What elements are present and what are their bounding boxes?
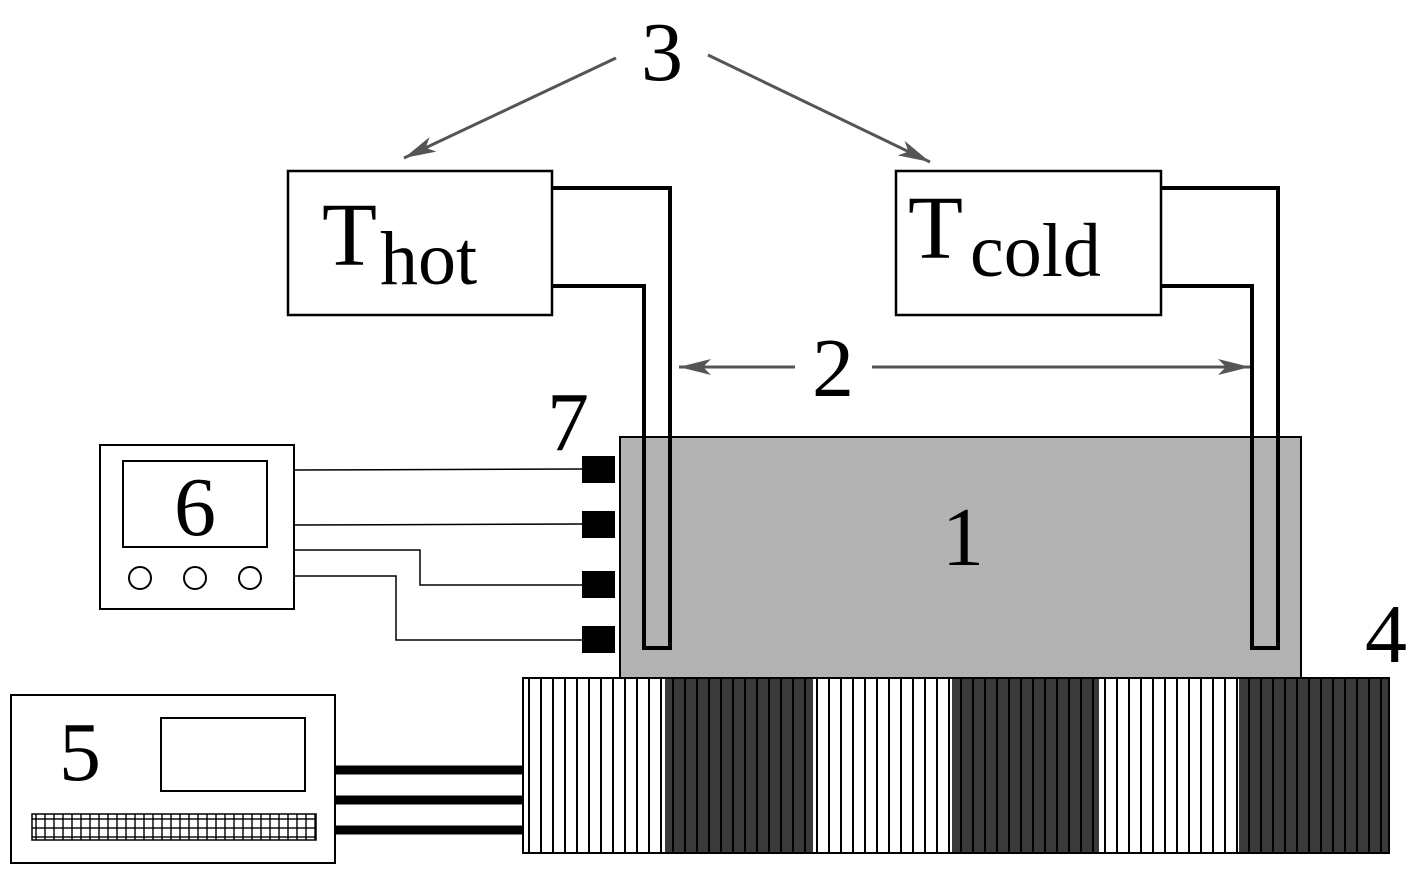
label-4: 4	[1365, 588, 1407, 681]
magnet-segment-1	[523, 678, 665, 853]
label-3: 3	[641, 6, 683, 99]
controller: 5	[10, 694, 336, 864]
magnet-segment-5	[1099, 678, 1239, 853]
meter-knob-2	[183, 566, 207, 590]
thermometer-hot-box	[286, 169, 554, 317]
controller-keyboard	[31, 813, 317, 841]
thermometer-hot: T hot	[286, 169, 554, 317]
wire-3	[294, 549, 582, 586]
magnet-segment-4	[952, 678, 1099, 853]
thermometer-cold-symbol: T	[908, 179, 963, 278]
arrow-to-cold-thermometer	[707, 53, 931, 164]
label-6: 6	[174, 461, 216, 554]
sensor-4	[582, 626, 615, 653]
controller-cables	[336, 765, 523, 835]
label-5: 5	[59, 706, 101, 799]
thermometer-cold-subscript: cold	[970, 209, 1101, 293]
sensor-1	[582, 456, 615, 483]
wire-2	[293, 523, 583, 526]
sample-block-body	[619, 436, 1302, 679]
probe-hot	[553, 186, 672, 650]
sensor-2	[582, 511, 615, 538]
label-7: 7	[547, 376, 589, 469]
magnet-stack: 4	[522, 588, 1407, 854]
sensors: 7	[547, 376, 615, 653]
arrow-to-hot-thermometer	[403, 56, 617, 160]
wire-4	[294, 575, 582, 641]
sample-block: 1	[619, 436, 1302, 679]
thermometer-cold: T cold	[894, 169, 1163, 317]
magnet-segment-2	[665, 678, 813, 853]
label-1: 1	[942, 491, 984, 584]
probes	[553, 186, 1280, 650]
controller-screen	[160, 717, 306, 792]
magnet-segment-3	[813, 678, 952, 853]
meter-knob-3	[238, 566, 262, 590]
thermometer-cold-box	[894, 169, 1163, 317]
probe-distance-indicator: 2	[679, 322, 1250, 415]
meter-knob-1	[128, 566, 152, 590]
probe-cold	[1162, 186, 1280, 650]
wire-1	[293, 468, 583, 471]
sensor-wires	[293, 468, 583, 641]
label-2: 2	[812, 322, 854, 415]
magnet-segment-6	[1239, 678, 1389, 853]
thermometer-hot-symbol: T	[322, 186, 377, 285]
thermometer-arrows: 3	[403, 6, 931, 164]
meter: 6	[99, 444, 295, 610]
meter-display	[122, 460, 268, 548]
thermometer-hot-subscript: hot	[380, 217, 477, 301]
sensor-3	[582, 571, 615, 598]
